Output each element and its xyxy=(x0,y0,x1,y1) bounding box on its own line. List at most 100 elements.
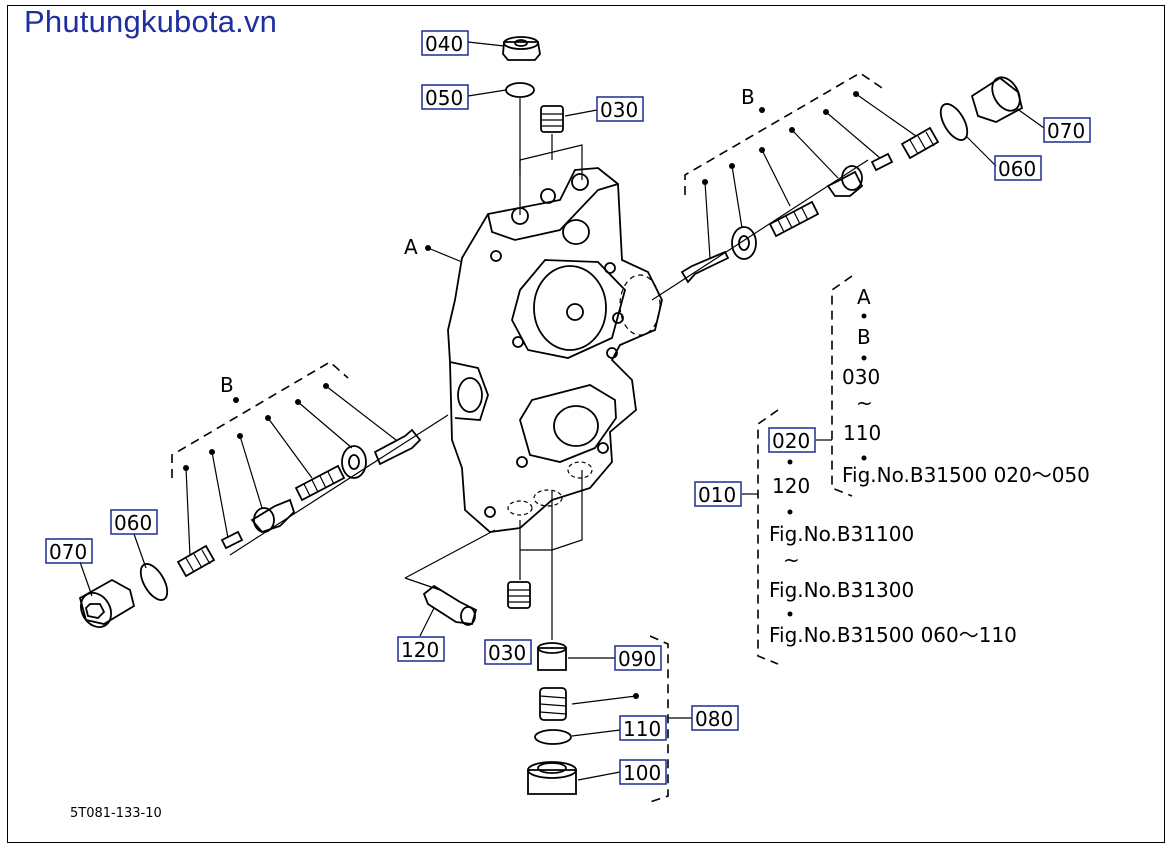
bracket-020-legend xyxy=(831,275,853,497)
leader-040 xyxy=(467,41,505,47)
svg-text:090: 090 xyxy=(618,647,656,671)
part-right-bolt xyxy=(680,250,730,284)
drawing-frame xyxy=(7,5,1165,843)
callout-070-right: 070 xyxy=(1043,117,1091,143)
callout-030-bottom: 030 xyxy=(484,639,532,665)
callout-060-right: 060 xyxy=(994,155,1042,181)
svg-text:100: 100 xyxy=(623,761,661,785)
leader-dots-left xyxy=(183,383,397,557)
letter-B-right: B xyxy=(741,85,755,109)
part-110-o-ring xyxy=(534,729,572,745)
part-100-plug xyxy=(527,761,577,795)
svg-text:120: 120 xyxy=(401,638,439,662)
letter-B-left: B xyxy=(220,373,234,397)
part-left-spring-small xyxy=(176,544,216,578)
bracket-B-right xyxy=(684,72,883,195)
svg-text:060: 060 xyxy=(998,157,1036,181)
leader-060-left xyxy=(133,533,147,569)
part-right-pin xyxy=(870,152,894,172)
callout-070-left: 070 xyxy=(45,538,93,564)
svg-text:050: 050 xyxy=(425,86,463,110)
part-left-cup xyxy=(341,445,367,479)
part-right-spring-large xyxy=(768,200,820,238)
svg-text:110: 110 xyxy=(623,717,661,741)
callout-110: 110 xyxy=(619,715,667,741)
svg-text:020: 020 xyxy=(772,429,810,453)
part-050-o-ring xyxy=(505,82,535,98)
svg-text:040: 040 xyxy=(425,32,463,56)
part-030-top-plug xyxy=(540,105,564,133)
part-060-left-o-ring xyxy=(139,563,169,601)
guide-line xyxy=(551,470,583,551)
leader-070-right xyxy=(1015,107,1045,129)
callout-050: 050 xyxy=(421,84,469,110)
callout-060-left: 060 xyxy=(110,509,158,535)
legend-inner-110: 110 xyxy=(843,421,881,445)
leader-A xyxy=(427,247,463,263)
leader-110 xyxy=(571,729,621,737)
legend-dots xyxy=(787,313,867,617)
leader-060-right xyxy=(965,135,997,167)
part-070-right-plug xyxy=(970,76,1024,123)
part-left-pin xyxy=(220,530,244,550)
callout-040: 040 xyxy=(421,30,469,56)
part-090-plunger xyxy=(537,642,567,671)
letter-A: A xyxy=(404,235,418,259)
svg-text:010: 010 xyxy=(698,483,736,507)
guide-line xyxy=(519,144,583,180)
svg-text:030: 030 xyxy=(600,98,638,122)
part-left-spring-large xyxy=(294,464,346,502)
callout-010: 010 xyxy=(694,481,742,507)
svg-text:070: 070 xyxy=(1047,119,1085,143)
leader-120 xyxy=(419,607,435,637)
legend-inner-tilde: ~ xyxy=(856,391,873,415)
leader-050 xyxy=(467,89,507,97)
part-060-right-o-ring xyxy=(939,103,969,141)
leader-030-top xyxy=(564,109,598,117)
svg-text:030: 030 xyxy=(488,641,526,665)
part-spring-bottom xyxy=(539,687,567,721)
axis-line-left xyxy=(229,414,449,556)
guide-line xyxy=(404,577,441,591)
bracket-010-legend xyxy=(757,409,779,665)
callout-020: 020 xyxy=(768,427,816,453)
legend-inner-A: A xyxy=(857,285,871,309)
brand-watermark: Phutungkubota.vn xyxy=(24,4,278,39)
svg-text:060: 060 xyxy=(114,511,152,535)
part-left-piston xyxy=(250,498,296,534)
leader-100 xyxy=(577,771,621,781)
part-070-left-plug xyxy=(78,578,136,628)
axis-line-right xyxy=(651,159,869,301)
part-040-plug xyxy=(502,36,541,61)
legend-outer-fig1: Fig.No.B31100 xyxy=(769,522,914,546)
part-right-spring-small xyxy=(900,126,940,160)
valve-body-A xyxy=(447,167,663,533)
bracket-B-left xyxy=(171,361,349,478)
legend-inner-fig: Fig.No.B31500 020～050 xyxy=(842,463,1090,487)
legend-inner-030: 030 xyxy=(842,365,880,389)
part-right-piston xyxy=(826,165,864,197)
dot-A xyxy=(425,245,431,251)
legend-outer-120: 120 xyxy=(772,474,810,498)
legend-outer-tilde: ~ xyxy=(783,548,800,572)
callout-090: 090 xyxy=(614,645,662,671)
part-left-bolt xyxy=(373,428,422,466)
svg-text:070: 070 xyxy=(49,540,87,564)
legend-inner-B: B xyxy=(857,325,871,349)
svg-text:080: 080 xyxy=(695,707,733,731)
legend-outer-fig2: Fig.No.B31300 xyxy=(769,578,914,602)
callout-080: 080 xyxy=(691,705,739,731)
part-right-cup xyxy=(731,226,757,260)
leader-070-left xyxy=(79,561,93,597)
callout-120: 120 xyxy=(397,636,445,662)
drawing-code: 5T081-133-10 xyxy=(70,806,162,821)
part-120-bolt xyxy=(422,584,478,626)
legend-outer-fig3: Fig.No.B31500 060～110 xyxy=(769,623,1017,647)
callout-030-top: 030 xyxy=(596,96,644,122)
guide-line xyxy=(404,529,496,579)
leader-spring xyxy=(571,695,637,705)
bracket-080 xyxy=(649,635,669,803)
callout-100: 100 xyxy=(619,759,667,785)
leader-dots-right xyxy=(702,91,917,259)
